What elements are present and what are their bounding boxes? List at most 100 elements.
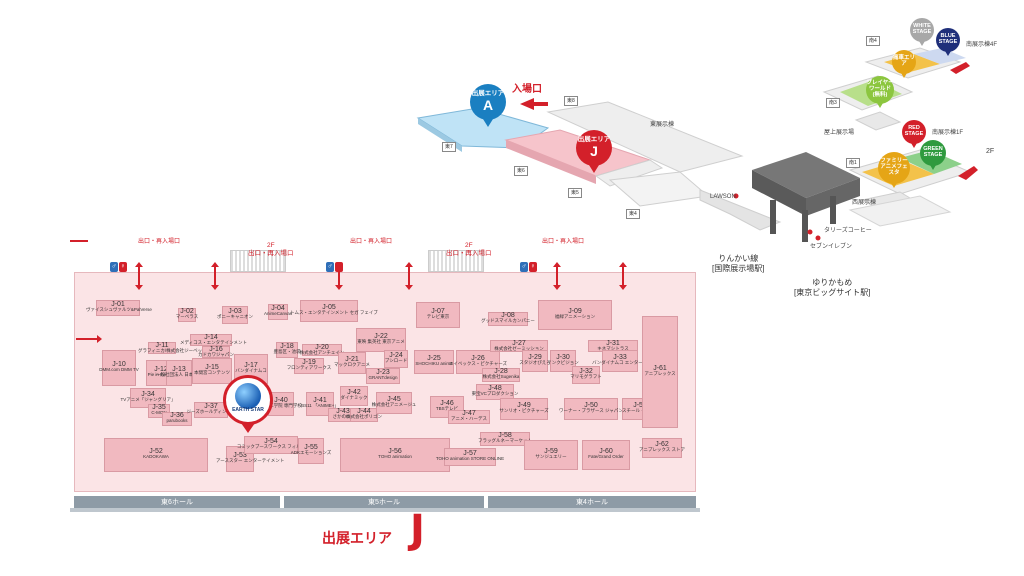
booth-j-57[interactable]: [444, 448, 496, 466]
booth-j-15[interactable]: [192, 358, 232, 384]
booth-j-08[interactable]: [488, 312, 528, 326]
booth-exhibitor-name: SHOCHIKU anime: [415, 361, 453, 367]
booth-j-59[interactable]: [524, 440, 578, 470]
area-j-pin-letter: J: [590, 143, 598, 160]
booth-j-54[interactable]: [244, 436, 298, 454]
stairs-icon: [428, 250, 484, 272]
booth-exhibitor-name: ADKエモーションズ: [290, 450, 332, 456]
lawson-label: LAWSON: [710, 194, 736, 200]
booth-j-32[interactable]: [572, 366, 600, 384]
booth-exhibitor-name: 福緑アニメーション: [554, 314, 596, 320]
exit-label: 出口・再入場口: [350, 239, 393, 245]
booth-j-10[interactable]: [102, 350, 136, 386]
booth-j-30[interactable]: [550, 350, 576, 372]
booth-j-42[interactable]: [340, 386, 368, 406]
booth-j-18[interactable]: [276, 342, 298, 358]
red-stage-pin: RED STAGE: [902, 120, 926, 144]
exit-label: 出口・再入場口: [138, 239, 181, 245]
booth-j-05[interactable]: [300, 300, 358, 322]
booth-id: J-61: [653, 365, 667, 372]
area-a-pin-letter: A: [482, 97, 494, 114]
upper-exit-label: 2F 出口・再入場口: [446, 242, 492, 257]
booth-j-55[interactable]: [298, 438, 324, 464]
booth-exhibitor-name: TOHO animation: [378, 454, 412, 460]
booth-j-36[interactable]: [162, 412, 192, 426]
hall-j-floor-plan: 出口・再入場口 出口・再入場口 出口・再入場口 2F 出口・再入場口 2F 出口…: [70, 232, 700, 517]
earth-star-booth-marker[interactable]: EARTH STAR: [223, 375, 273, 425]
booth-id: J-11: [155, 342, 169, 349]
booth-exhibitor-name: 本間宮コンテンツ: [194, 370, 230, 376]
booth-j-13[interactable]: [166, 360, 192, 386]
booth-j-49[interactable]: [500, 398, 548, 420]
booth-exhibitor-name: スタジオぴえろ: [519, 360, 551, 366]
entrance-arrow: [619, 262, 627, 290]
booth-j-29[interactable]: [522, 350, 548, 372]
booth-j-56[interactable]: [340, 438, 450, 472]
booth-id: J-55: [304, 444, 318, 451]
booth-j-25[interactable]: [414, 350, 454, 374]
booth-j-09[interactable]: [538, 300, 612, 330]
booth-exhibitor-name: アニプレックス: [644, 371, 676, 377]
booth-j-27[interactable]: [490, 340, 548, 352]
booth-id: J-56: [388, 448, 402, 455]
booth-j-62[interactable]: [642, 438, 682, 458]
booth-j-11[interactable]: [148, 342, 176, 354]
booth-j-16[interactable]: [202, 346, 230, 358]
booth-j-47[interactable]: [448, 410, 490, 424]
booth-exhibitor-name: ワーナー・ブラザース ジャパン: [558, 408, 624, 414]
booth-j-23[interactable]: [366, 368, 400, 384]
booth-id: J-48: [488, 385, 502, 392]
booth-j-14[interactable]: [190, 334, 232, 346]
booth-id: J-35: [152, 404, 166, 411]
booth-j-22[interactable]: [356, 328, 406, 352]
booth-j-50[interactable]: [564, 398, 618, 420]
booth-exhibitor-name: キネマシトラス: [597, 346, 629, 352]
booth-j-24[interactable]: [384, 350, 408, 368]
booth-exhibitor-name: グッドスマイルカンパニー: [481, 318, 535, 324]
booth-j-04[interactable]: [268, 304, 288, 320]
floor-2f-label: 2F: [986, 148, 995, 155]
booth-j-60[interactable]: [582, 440, 630, 470]
booth-j-48[interactable]: [476, 384, 514, 400]
booth-j-02[interactable]: [178, 308, 196, 322]
booth-exhibitor-name: マーベラス: [175, 314, 199, 320]
booth-j-01[interactable]: [96, 300, 140, 316]
booth-id: J-09: [568, 308, 582, 315]
booth-j-45[interactable]: [376, 392, 412, 414]
booth-j-44[interactable]: [350, 408, 378, 422]
booth-id: J-28: [494, 368, 508, 375]
booth-id: J-16: [209, 346, 223, 353]
booth-j-07[interactable]: [416, 302, 460, 328]
booth-id: J-14: [204, 334, 218, 341]
overview-map: 出展エリア A 入場口 出展エリア J 東7 東8 東6 東5 東4 東展示棟 …: [0, 0, 1024, 300]
booth-j-52[interactable]: [104, 438, 208, 472]
booth-j-28[interactable]: [482, 368, 520, 382]
booth-exhibitor-name: TBSテレビ: [435, 406, 459, 412]
hall-bar-east5: 東5ホール: [284, 496, 484, 510]
booth-j-21[interactable]: [338, 352, 366, 374]
booth-j-20[interactable]: [302, 344, 342, 356]
hall-tag: 東5: [568, 188, 582, 198]
booth-j-58[interactable]: [480, 432, 530, 446]
booth-j-03[interactable]: [222, 306, 248, 324]
hall-bottom-edge: [70, 508, 700, 512]
booth-j-33[interactable]: [602, 350, 638, 372]
booth-id: J-05: [322, 304, 336, 311]
booth-j-61[interactable]: [642, 316, 678, 428]
booth-j-19[interactable]: [294, 358, 324, 374]
booth-exhibitor-name: マリモグラフト: [570, 374, 602, 380]
